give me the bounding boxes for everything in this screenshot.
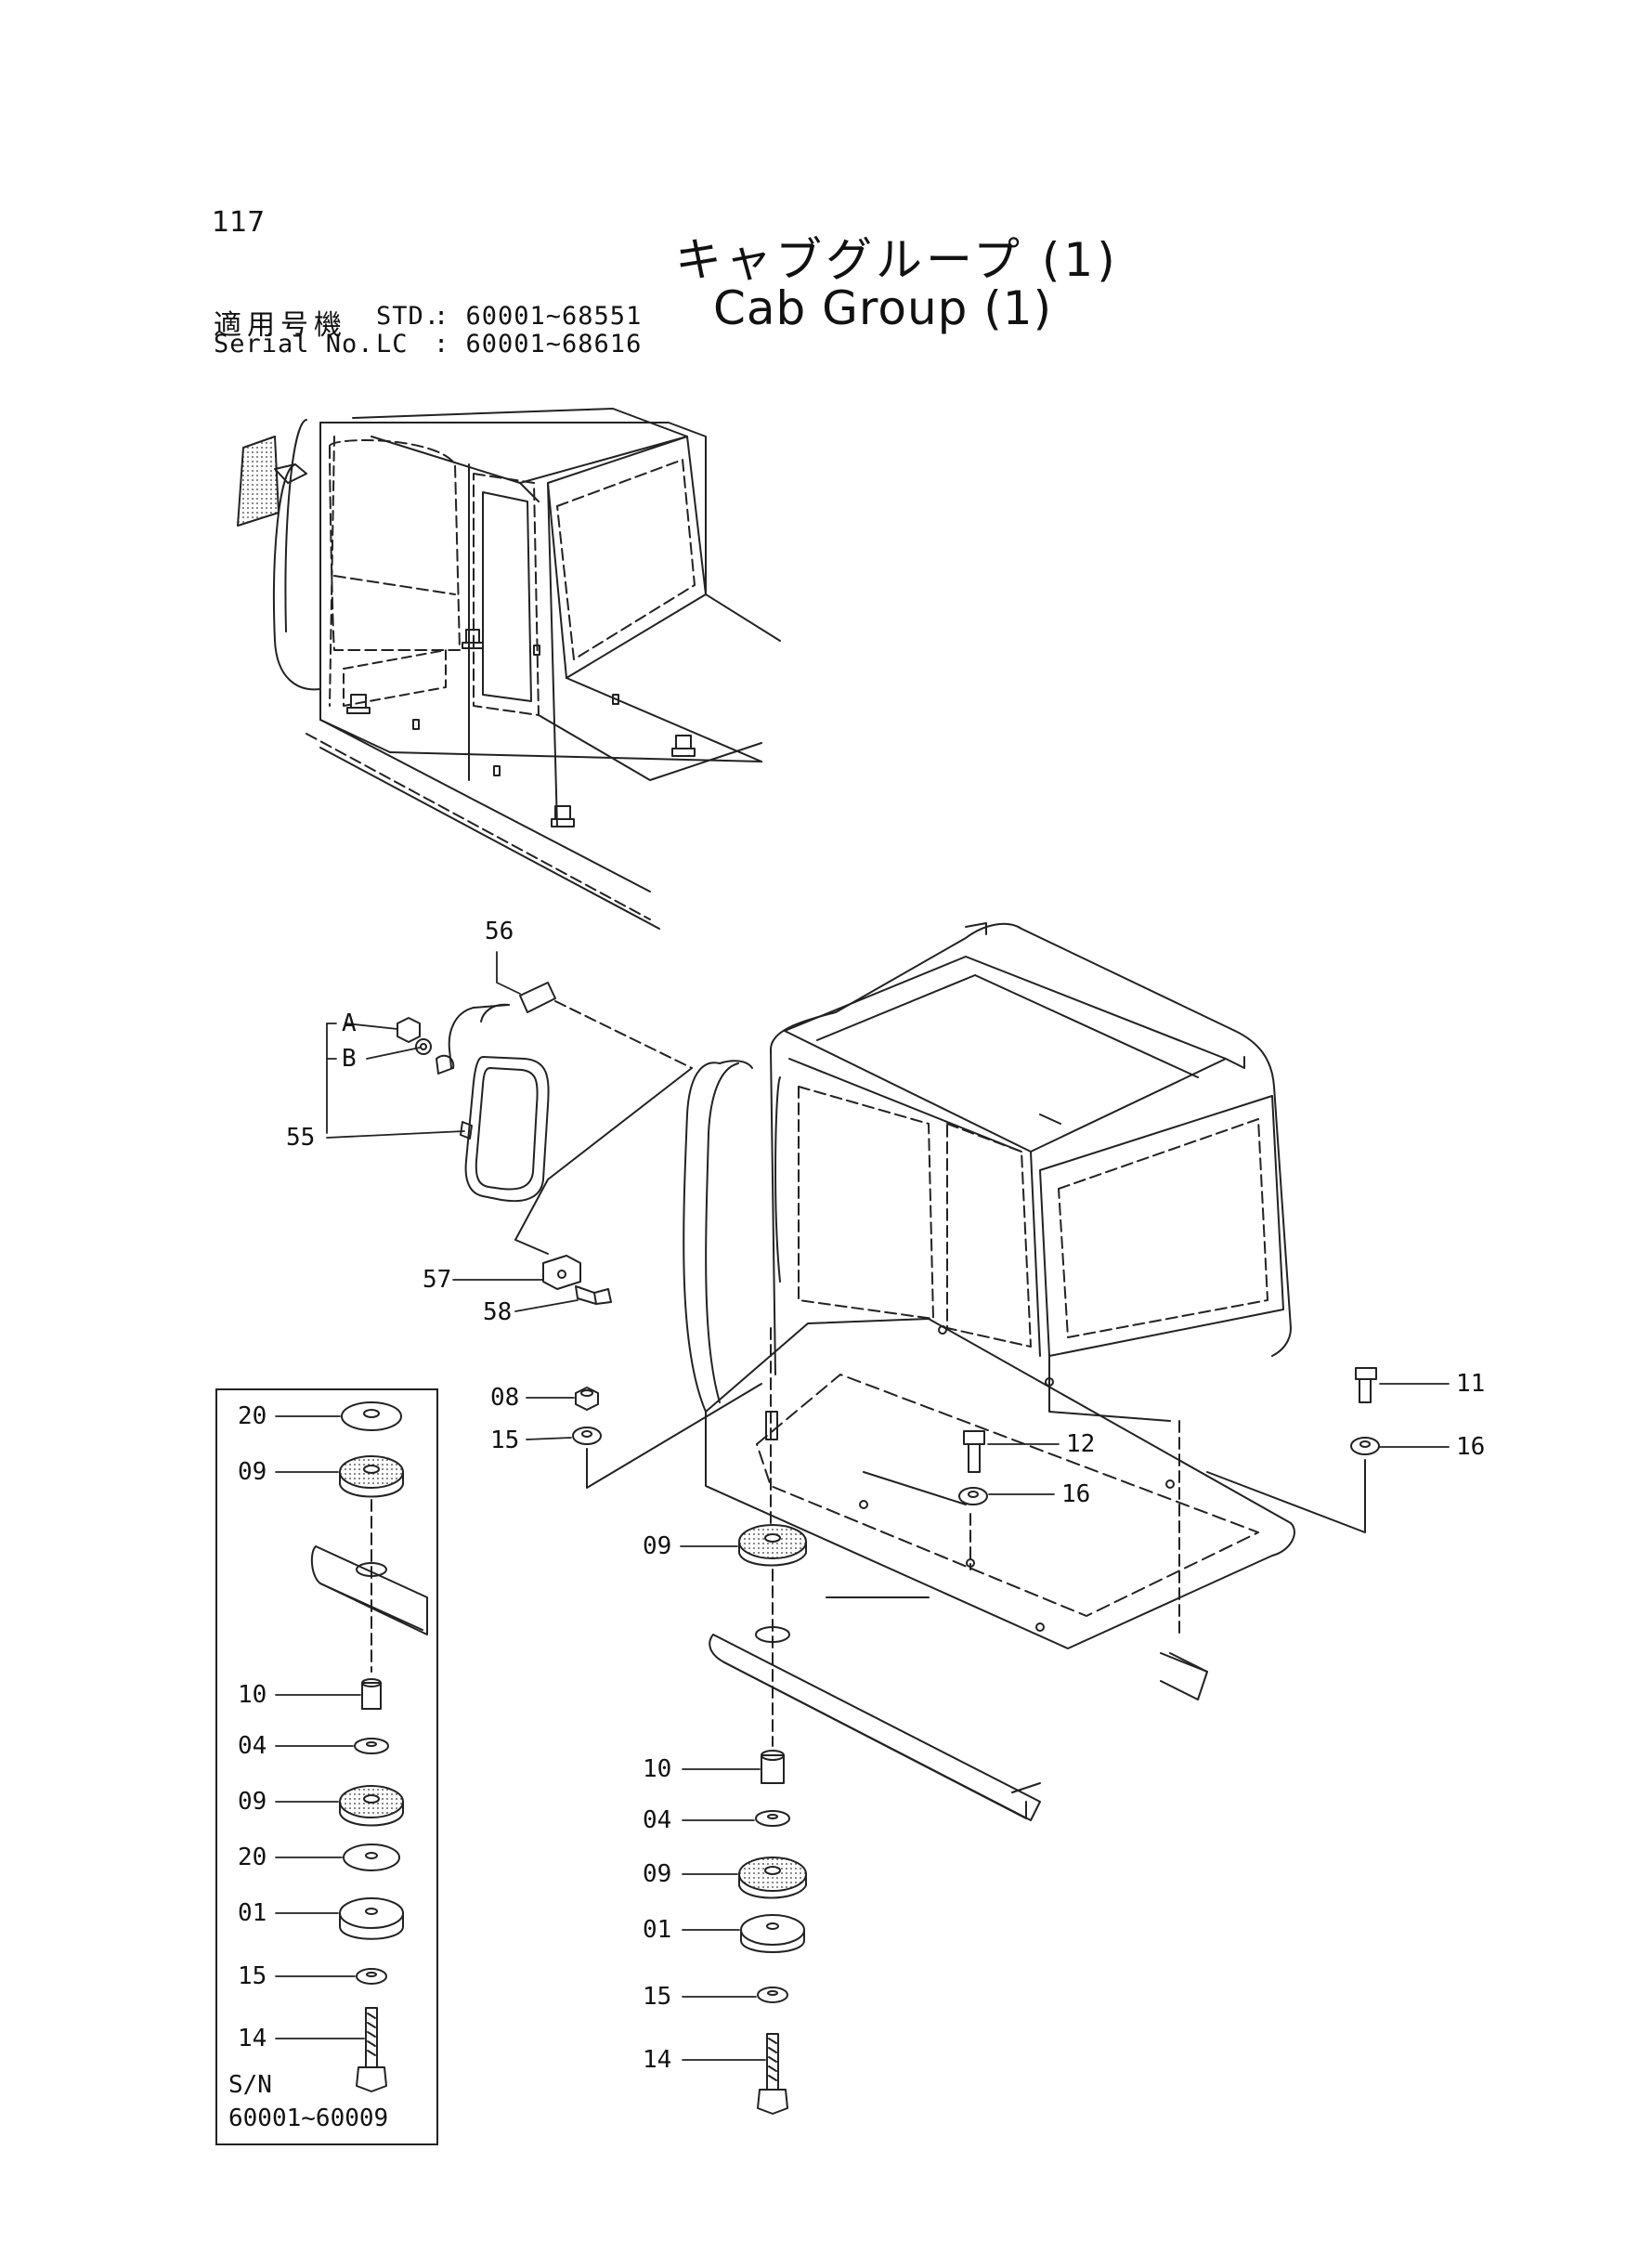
serial-label: Serial No. (214, 330, 374, 358)
page-number: 117 (212, 206, 266, 239)
inset-sn-range: 60001~60009 (228, 2104, 389, 2132)
inset-cushion-09-bottom (339, 1785, 404, 1827)
inset-sn-label: S/N (228, 2071, 272, 2099)
bolt-11 (1355, 1367, 1377, 1403)
inset-bolt-14 (356, 2007, 387, 2092)
inset-callout-04: 04 (238, 1732, 267, 1760)
cab-mount-front-left (551, 805, 575, 827)
inset-callout-20-bottom: 20 (238, 1844, 267, 1871)
inset-washer-20-bottom (343, 1844, 400, 1871)
inset-spacer-10 (361, 1678, 382, 1710)
spacer-10 (761, 1750, 785, 1784)
inset-frame (215, 1388, 438, 2145)
inset-washer-20-top (341, 1401, 402, 1431)
inset-callout-10: 10 (238, 1681, 267, 1709)
cab-on-frame-view (237, 408, 781, 930)
washer-15-top (572, 1427, 602, 1445)
inset-callout-09-bottom: 09 (238, 1788, 267, 1816)
inset-washer-04 (354, 1738, 389, 1754)
callout-09-lower: 09 (643, 1860, 672, 1888)
callout-15-upper: 15 (490, 1427, 520, 1454)
cab-mount-rear-left (346, 694, 371, 714)
bolt-14 (757, 2033, 788, 2115)
callout-01: 01 (643, 1916, 672, 1944)
std-serial-range: : 60001~68551 (434, 302, 643, 331)
callout-b: B (342, 1045, 357, 1073)
mirror-assembly (397, 982, 556, 1203)
cab-body-exploded (683, 922, 1295, 1821)
callout-14: 14 (643, 2046, 672, 2074)
callout-11: 11 (1456, 1370, 1486, 1398)
inset-callout-09-top: 09 (238, 1458, 267, 1486)
callout-55: 55 (286, 1124, 316, 1152)
bolt-12 (963, 1430, 985, 1473)
inset-cup-01 (339, 1897, 404, 1940)
bracket-57 (542, 1255, 581, 1290)
washer-15-lower (757, 1987, 788, 2003)
inset-cushion-09-top (339, 1455, 404, 1498)
page-title-japanese: キャブグループ (1) (675, 233, 1119, 287)
inset-callout-15: 15 (238, 1962, 267, 1990)
cushion-09-lower (738, 1857, 807, 1899)
callout-08: 08 (490, 1384, 520, 1412)
callout-16-center: 16 (1061, 1480, 1091, 1508)
washer-16-right (1350, 1437, 1380, 1455)
inset-washer-15 (356, 1968, 387, 1985)
page-title-english: Cab Group (1) (713, 281, 1053, 335)
callout-58: 58 (483, 1298, 513, 1326)
bolt-58 (575, 1285, 612, 1305)
nut-08 (575, 1387, 599, 1411)
callout-12: 12 (1066, 1430, 1096, 1458)
std-label: STD. (376, 302, 441, 331)
inset-mount-stack (310, 1401, 428, 2092)
cushion-09-upper (738, 1524, 807, 1567)
callout-09-upper: 09 (643, 1532, 672, 1560)
cup-01 (740, 1914, 805, 1953)
washer-04 (755, 1810, 790, 1827)
callout-a: A (342, 1010, 357, 1037)
leader-lines (275, 951, 1450, 2061)
lc-label: LC (376, 330, 409, 358)
cab-mount-front-right (671, 735, 696, 757)
mount-stack-main (738, 1327, 807, 2115)
callout-16-right: 16 (1456, 1433, 1486, 1461)
serial-label-japanese: 適用号機 (214, 309, 347, 342)
callout-15-lower: 15 (643, 1983, 672, 2011)
lc-serial-range: : 60001~68616 (434, 330, 643, 358)
callout-10: 10 (643, 1755, 672, 1783)
cab-mount-mid (462, 629, 484, 649)
washer-16-center (958, 1487, 988, 1505)
inset-callout-14: 14 (238, 2025, 267, 2052)
callout-56: 56 (485, 918, 514, 945)
inset-callout-20-top: 20 (238, 1402, 267, 1430)
inset-callout-01: 01 (238, 1899, 267, 1927)
callout-57: 57 (423, 1266, 452, 1294)
callout-04: 04 (643, 1806, 672, 1834)
